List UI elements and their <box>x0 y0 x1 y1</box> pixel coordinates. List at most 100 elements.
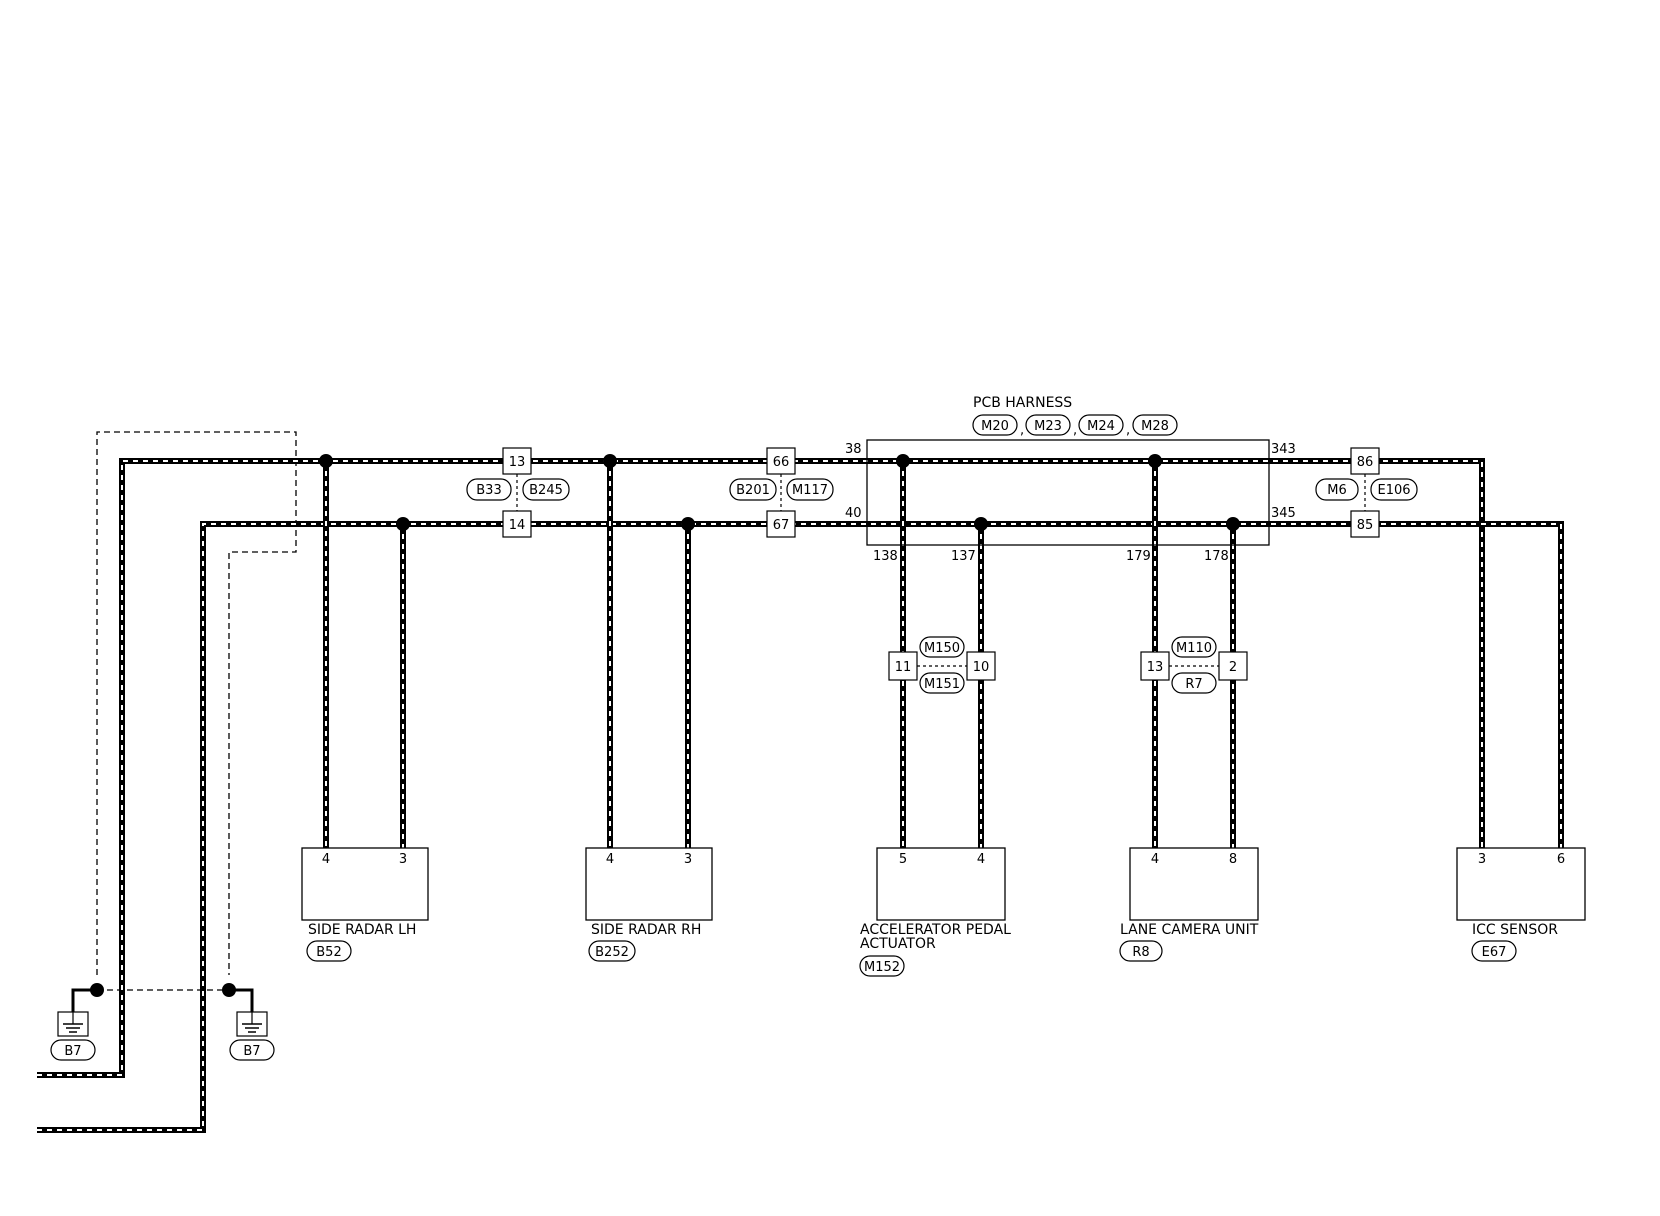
component-pin: 3 <box>1478 852 1486 867</box>
ground-wire-2 <box>229 988 254 1012</box>
component-icc-sensor: 3 6 ICC SENSOR E67 <box>1456 847 1586 962</box>
component-name: SIDE RADAR LH <box>308 922 416 938</box>
wires <box>37 458 1564 1133</box>
inline-pin-10: 10 <box>973 660 990 675</box>
component-pin: 4 <box>1151 852 1159 867</box>
joint-pin-box <box>502 510 532 538</box>
joint-pin-13: 13 <box>509 455 526 470</box>
joint-pin-box <box>502 447 532 475</box>
joint-pin-box <box>1350 510 1380 538</box>
inline-pin-13: 13 <box>1147 660 1164 675</box>
component-box <box>1456 847 1586 921</box>
joint-connector-m6: M6 <box>1327 483 1347 498</box>
harness-pin-138: 138 <box>873 549 898 564</box>
component-side-radar-lh: 4 3 SIDE RADAR LH B52 <box>301 847 429 962</box>
ground-wire-1 <box>71 988 97 1012</box>
joint-pin-box <box>766 510 796 538</box>
ground-splice-dot <box>90 983 104 997</box>
wire-top-bus <box>37 458 1485 1078</box>
ground-wires <box>71 988 254 1012</box>
component-pin: 4 <box>606 852 614 867</box>
component-name: ACCELERATOR PEDAL <box>860 922 1011 938</box>
component-box <box>876 847 1006 921</box>
component-name: ICC SENSOR <box>1472 922 1558 938</box>
ground-splice-dot <box>222 983 236 997</box>
inline-pin-box <box>1140 651 1170 681</box>
ground-connector-b7: B7 <box>64 1044 81 1059</box>
splice-dot <box>396 517 410 531</box>
inline-pin-2: 2 <box>1229 660 1237 675</box>
harness-connectors <box>972 414 1178 436</box>
harness-pin-178: 178 <box>1204 549 1229 564</box>
joint-pin-box <box>766 447 796 475</box>
inline-connector-m151: M151 <box>924 677 960 692</box>
component-connector-r8: R8 <box>1132 945 1149 960</box>
joint-connector-1: 13 14 B33 B245 <box>466 447 570 538</box>
inline-connector-r7: R7 <box>1185 677 1202 692</box>
joint-connector-b201: B201 <box>736 483 770 498</box>
component-box <box>1129 847 1259 921</box>
inline-connector-m150: M150 <box>924 641 960 656</box>
pcb-harness-title: PCB HARNESS <box>973 395 1072 411</box>
joint-connector-m117: M117 <box>792 483 828 498</box>
component-connector-e67: E67 <box>1482 945 1507 960</box>
component-name: LANE CAMERA UNIT <box>1120 922 1259 938</box>
harness-connector-m24: M24 <box>1087 419 1115 434</box>
splice-dot <box>681 517 695 531</box>
harness-pin-343: 343 <box>1271 442 1296 457</box>
harness-pin-137: 137 <box>951 549 976 564</box>
component-pin: 3 <box>399 852 407 867</box>
component-connector-b252: B252 <box>595 945 629 960</box>
joint-connector-2: 66 67 B201 M117 <box>729 447 834 538</box>
component-box <box>585 847 713 921</box>
harness-connector-oval <box>1132 414 1178 436</box>
joint-connector-3: 86 85 M6 E106 <box>1315 447 1418 538</box>
joint-connector-b33: B33 <box>476 483 501 498</box>
inline-connector-2: 13 2 M110 R7 <box>1140 636 1248 694</box>
component-name: ACTUATOR <box>860 936 936 952</box>
pcb-harness-box <box>866 439 1270 546</box>
inline-pin-box <box>966 651 996 681</box>
inline-connector-m110: M110 <box>1176 641 1212 656</box>
joint-pin-85: 85 <box>1357 518 1374 533</box>
harness-connector-m20: M20 <box>981 419 1009 434</box>
inline-connector-1: 11 10 M150 M151 <box>888 636 996 694</box>
joint-pin-14: 14 <box>509 518 526 533</box>
joint-connector-b245: B245 <box>529 483 563 498</box>
harness-separator: , <box>1126 423 1130 438</box>
splice-dot <box>1226 517 1240 531</box>
inline-pin-box <box>888 651 918 681</box>
component-pin: 8 <box>1229 852 1237 867</box>
shield-outline <box>96 431 297 975</box>
joint-pin-67: 67 <box>773 518 790 533</box>
component-pin: 4 <box>322 852 330 867</box>
joint-pin-86: 86 <box>1357 455 1374 470</box>
ground-1: B7 <box>50 1011 96 1061</box>
harness-pin-179: 179 <box>1126 549 1151 564</box>
harness-connector-oval <box>1078 414 1124 436</box>
component-lane-camera-unit: 4 8 LANE CAMERA UNIT R8 <box>1119 847 1259 962</box>
joint-connector-e106: E106 <box>1377 483 1410 498</box>
splice-dot <box>319 454 333 468</box>
ground-2: B7 <box>229 1011 275 1061</box>
splice-dot <box>1148 454 1162 468</box>
splice-dot <box>603 454 617 468</box>
wire-bottom-bus <box>37 521 1564 1133</box>
ground-connector-b7: B7 <box>243 1044 260 1059</box>
component-box <box>301 847 429 921</box>
component-connector-m152: M152 <box>864 960 900 975</box>
harness-pin-38: 38 <box>845 442 862 457</box>
harness-separator: , <box>1073 423 1077 438</box>
component-pin: 6 <box>1557 852 1565 867</box>
component-name: SIDE RADAR RH <box>591 922 701 938</box>
joint-pin-66: 66 <box>773 455 790 470</box>
harness-separator: , <box>1020 423 1024 438</box>
harness-pin-40: 40 <box>845 506 862 521</box>
component-connector-b52: B52 <box>316 945 341 960</box>
component-side-radar-rh: 4 3 SIDE RADAR RH B252 <box>585 847 713 962</box>
harness-pin-345: 345 <box>1271 506 1296 521</box>
harness-connector-m28: M28 <box>1141 419 1169 434</box>
splice-dot <box>896 454 910 468</box>
harness-connector-oval <box>972 414 1018 436</box>
harness-connector-oval <box>1025 414 1071 436</box>
